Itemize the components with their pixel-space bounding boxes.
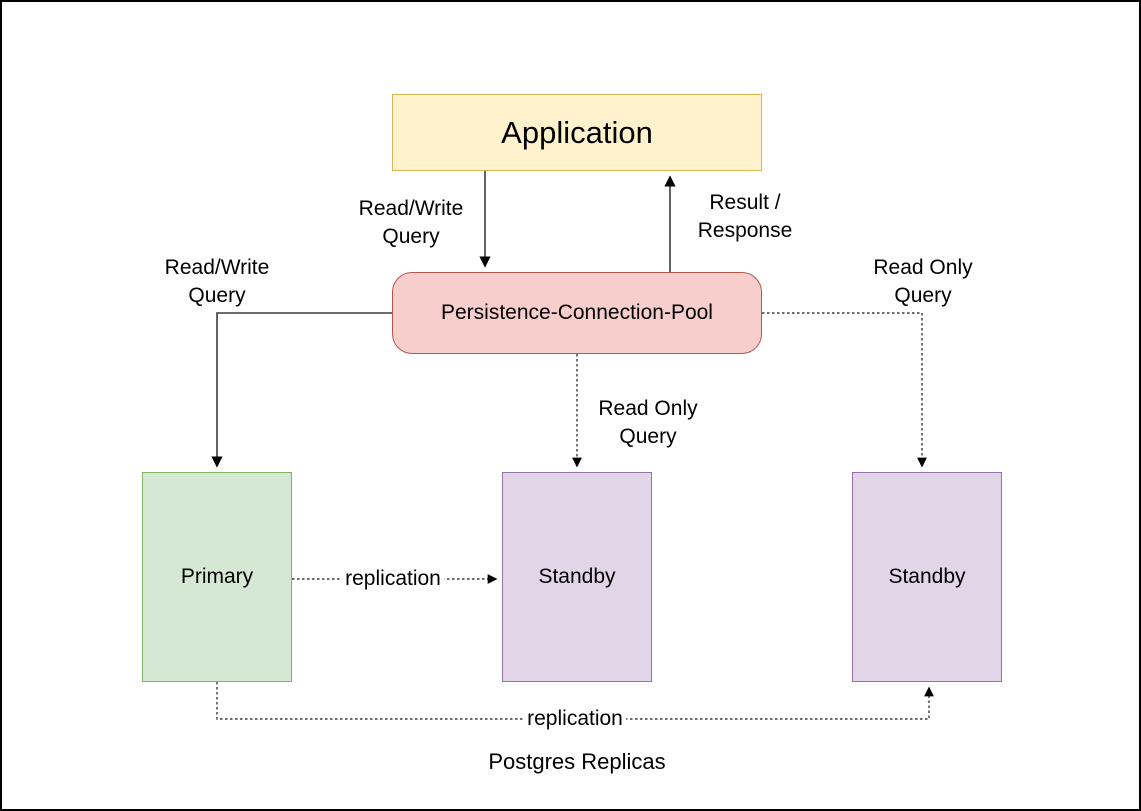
node-persistence-connection-pool: Persistence-Connection-Pool [392,272,762,354]
node-application: Application [392,94,762,171]
node-standby-mid: Standby [502,472,652,682]
node-standby-mid-label: Standby [538,565,616,588]
node-application-label: Application [501,114,653,150]
edge-label-read-only-query-mid: Read Only Query [598,397,698,448]
diagram-caption: Postgres Replicas [488,749,666,774]
edge-pool-to-standby-right [762,312,927,468]
node-standby-right-label: Standby [888,565,966,588]
edge-label-result-response: Result / Response [697,191,793,242]
node-standby-right: Standby [852,472,1002,682]
edge-label-read-write-query-top: Read/Write Query [358,197,464,248]
node-primary-label: Primary [180,565,254,588]
edge-label-replication-bottom: replication [524,705,626,733]
node-primary: Primary [142,472,292,682]
node-pool-label: Persistence-Connection-Pool [441,301,713,324]
edge-label-replication-mid: replication [342,565,444,593]
edge-label-read-write-query-left: Read/Write Query [164,256,270,307]
edge-pool-to-primary [211,312,392,468]
edge-label-read-only-query-right: Read Only Query [873,256,973,307]
